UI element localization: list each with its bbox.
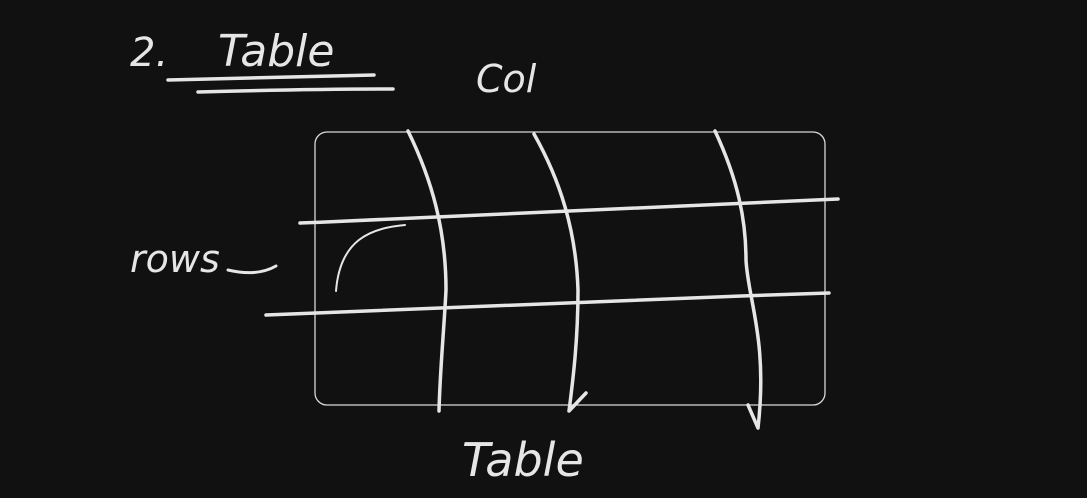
table-caption: Table [462, 433, 584, 487]
col-label: Col [476, 57, 537, 101]
rows-label-tail [226, 264, 278, 275]
column-line-1 [406, 129, 448, 413]
heading-underline-1 [166, 73, 376, 82]
row-line-1 [298, 197, 840, 225]
heading-underline-2 [196, 87, 395, 94]
column-lines [406, 129, 763, 430]
column-line-3 [713, 129, 763, 430]
rows-label: rows [130, 237, 220, 281]
column-line-2 [532, 132, 588, 413]
rows-label-group: rows [130, 237, 278, 281]
row-line-2 [264, 291, 831, 317]
heading-number: 2. [130, 30, 168, 76]
cell-curve-mark [335, 224, 406, 292]
heading: 2. Table [130, 26, 395, 94]
heading-title: Table [218, 26, 334, 77]
